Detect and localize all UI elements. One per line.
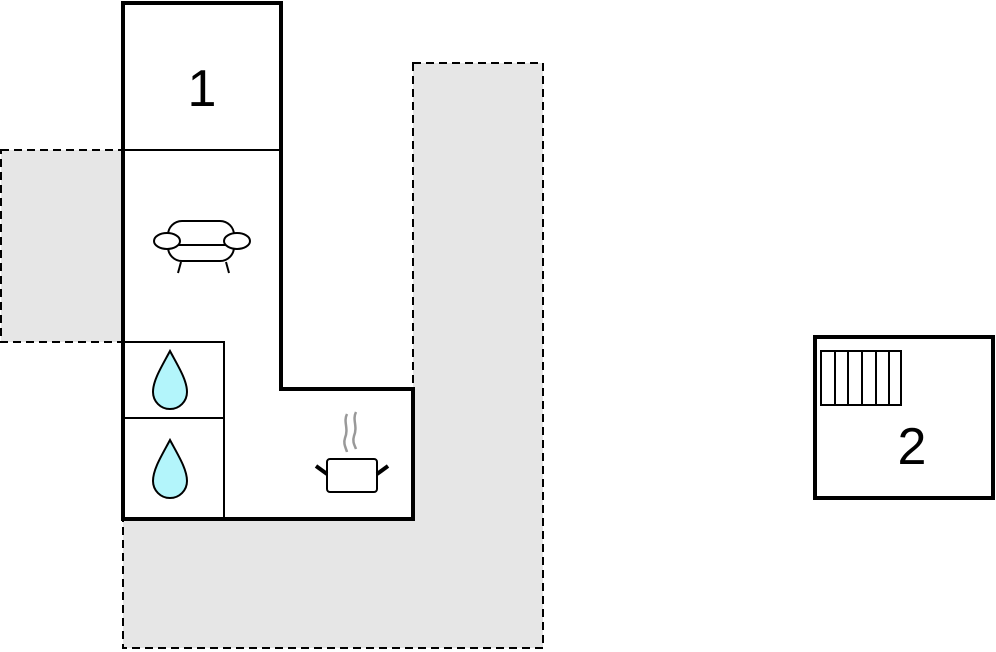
water-drop-icon bbox=[151, 437, 189, 499]
building-2-outline bbox=[813, 335, 995, 500]
sofa-icon bbox=[153, 220, 251, 274]
building-1-outline bbox=[121, 1, 415, 521]
water-drop-icon bbox=[151, 348, 189, 410]
cooking-pot-icon bbox=[314, 411, 390, 493]
stairs-icon bbox=[820, 350, 902, 406]
building-1-label: 1 bbox=[188, 60, 217, 118]
building-2-label: 2 bbox=[898, 418, 927, 476]
terrace-left bbox=[0, 149, 124, 343]
